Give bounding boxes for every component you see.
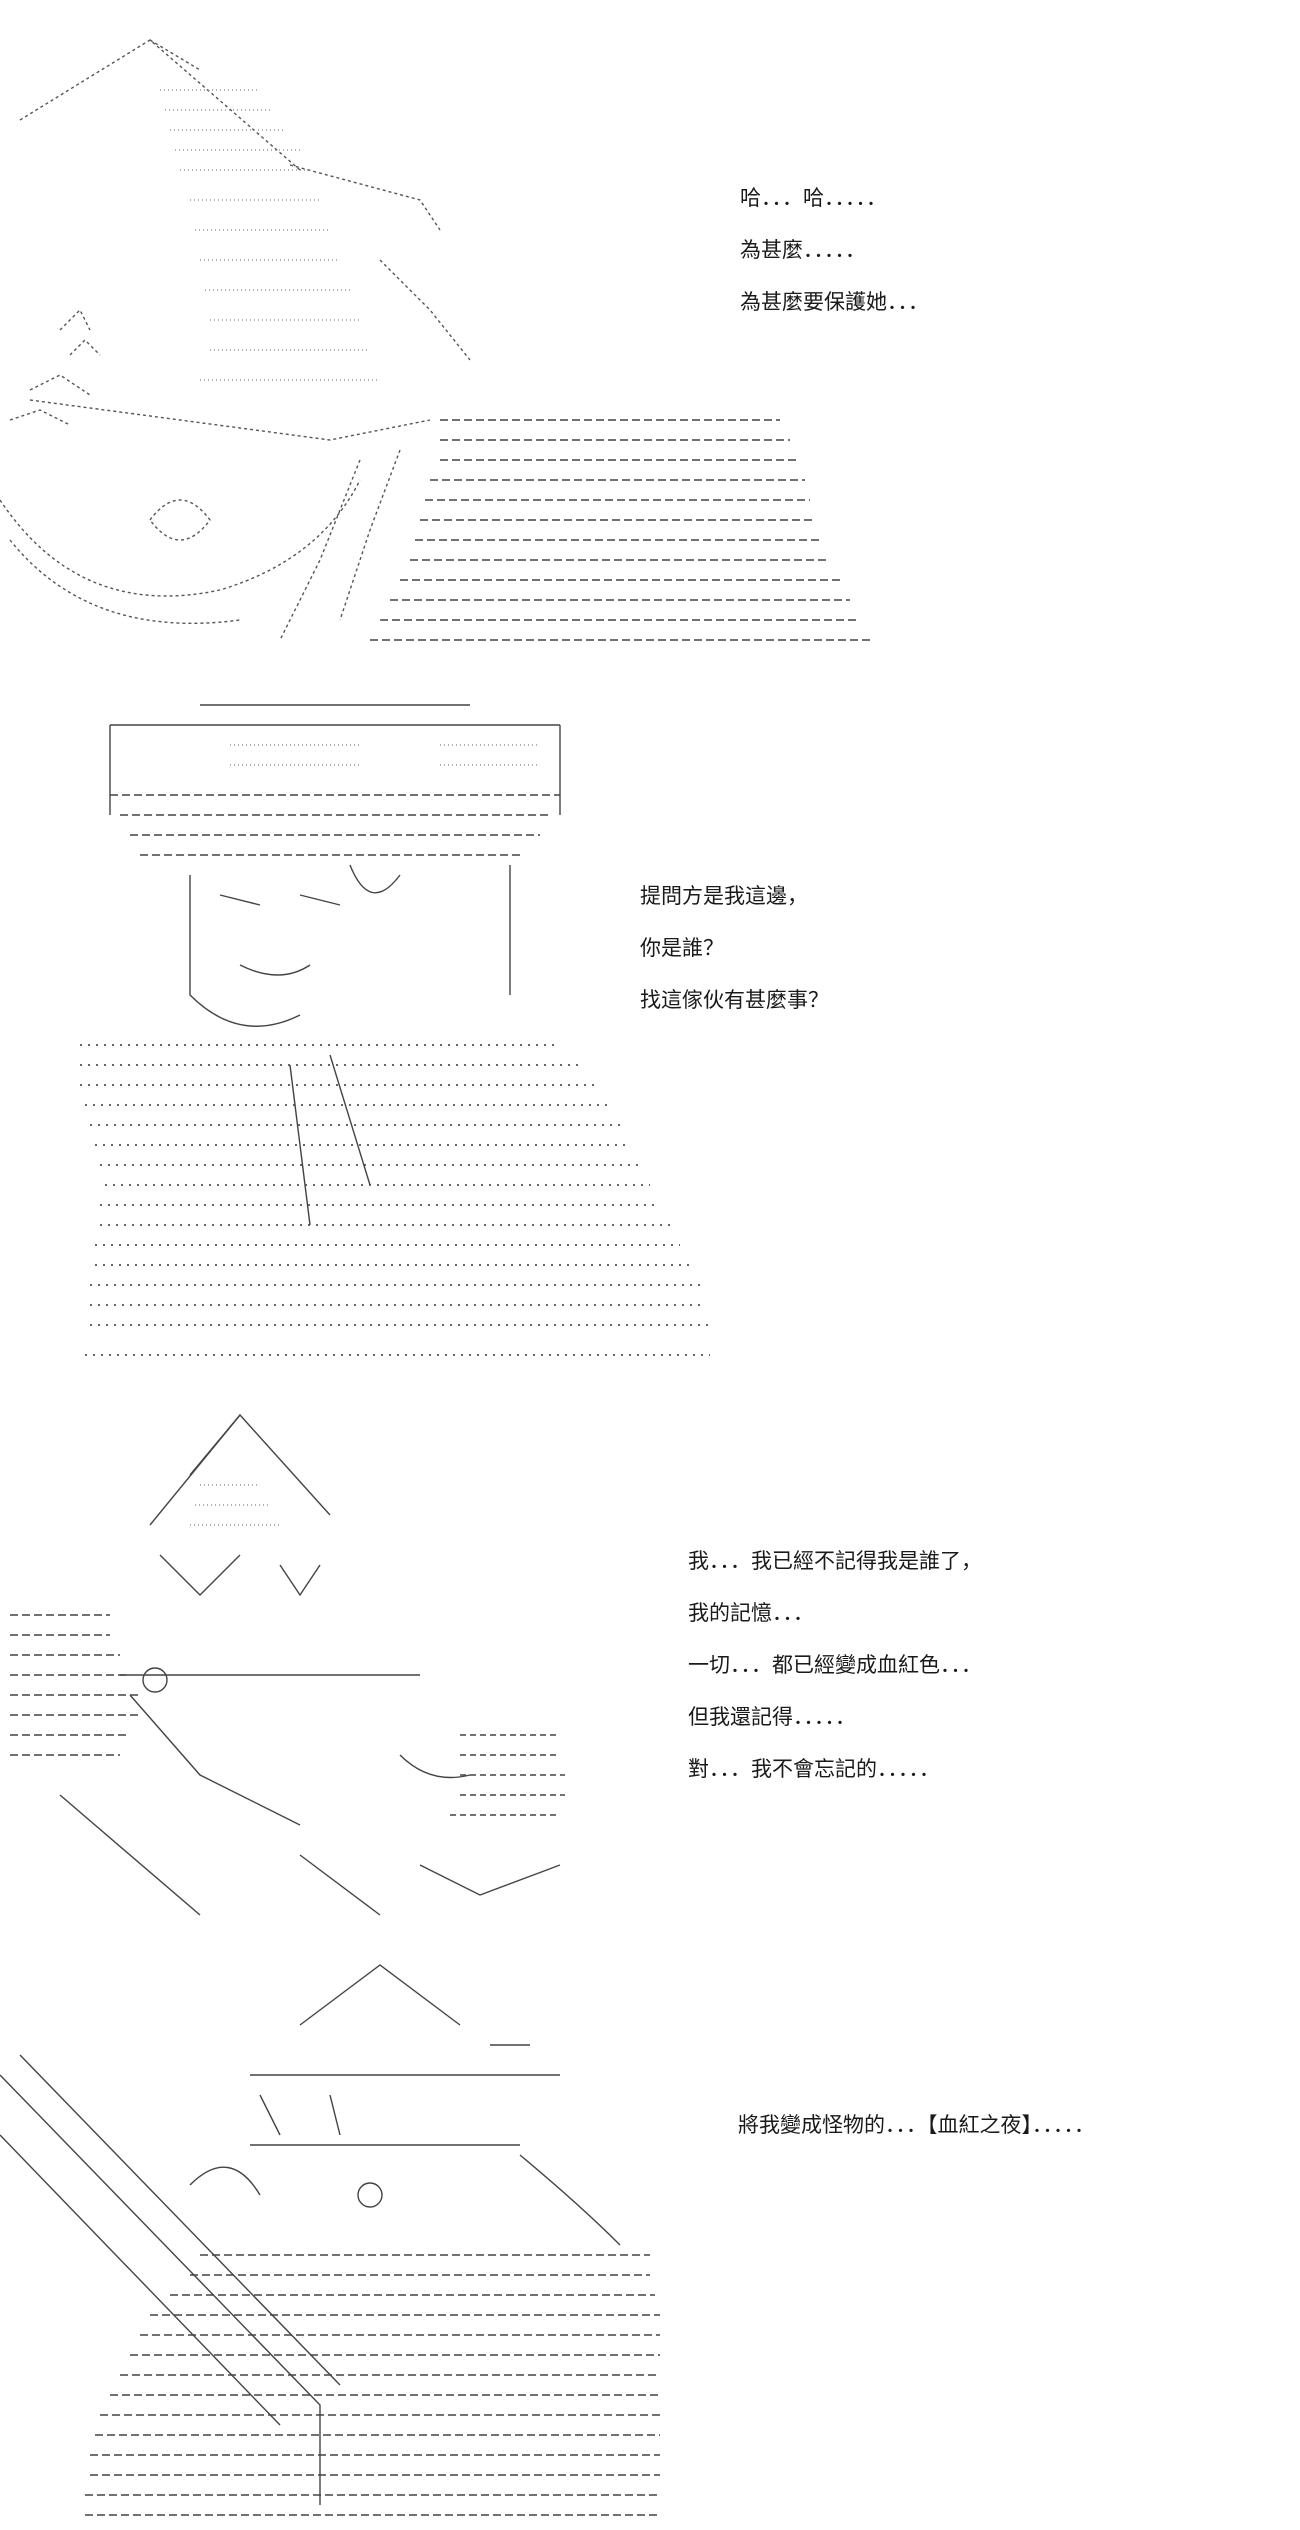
dialogue-line: 但我還記得．．．．． xyxy=(688,1705,856,1729)
crouching-figure-art-icon xyxy=(0,1395,620,1940)
panel-2-dialogue: 提問方是我這邊， 你是誰？ 找這傢伙有甚麼事？ xyxy=(640,870,829,1026)
dialogue-line: 找這傢伙有甚麼事？ xyxy=(640,988,829,1012)
panel-1-dialogue: 哈．．．哈．．．．． 為甚麼．．．．． 為甚麼要保護她．．． xyxy=(740,172,929,328)
dialogue-line: 你是誰？ xyxy=(640,936,724,960)
panel-3-dialogue: 我．．．我已經不記得我是誰了， 我的記憶．．． 一切．．．都已經變成血紅色．．．… xyxy=(688,1535,982,1795)
staff-figure-art xyxy=(0,1964,660,2516)
bust-figure-art-icon xyxy=(0,665,720,1385)
dialogue-line: 提問方是我這邊， xyxy=(640,884,808,908)
dialogue-line: 為甚麼．．．．． xyxy=(740,238,866,262)
dialogue-line: 我．．．我已經不記得我是誰了， xyxy=(688,1549,982,1573)
bust-figure-art xyxy=(80,704,710,1356)
dialogue-line: 對．．．我不會忘記的．．．．． xyxy=(688,1757,940,1781)
panel-3: 我．．．我已經不記得我是誰了， 我的記憶．．． 一切．．．都已經變成血紅色．．．… xyxy=(0,1395,1300,1940)
hat-figure-art-icon xyxy=(0,0,900,660)
dialogue-line: 我的記憶．．． xyxy=(688,1601,814,1625)
panel-4: 將我變成怪物的．．．【血紅之夜】．．．．． xyxy=(0,1945,1300,2530)
hat-figure-art xyxy=(0,39,870,641)
panel-2: 提問方是我這邊， 你是誰？ 找這傢伙有甚麼事？ xyxy=(0,665,1300,1385)
panel-1: 哈．．．哈．．．．． 為甚麼．．．．． 為甚麼要保護她．．． xyxy=(0,0,1300,660)
dialogue-line: 將我變成怪物的．．．【血紅之夜】．．．．． xyxy=(738,2113,1095,2137)
dialogue-line: 哈．．．哈．．．．． xyxy=(740,186,887,210)
dialogue-line: 一切．．．都已經變成血紅色．．． xyxy=(688,1653,982,1677)
dialogue-line: 為甚麼要保護她．．． xyxy=(740,290,929,314)
panel-4-dialogue: 將我變成怪物的．．．【血紅之夜】．．．．． xyxy=(738,2099,1095,2151)
staff-figure-art-icon xyxy=(0,1945,680,2530)
crouching-figure-art xyxy=(10,1413,565,1916)
